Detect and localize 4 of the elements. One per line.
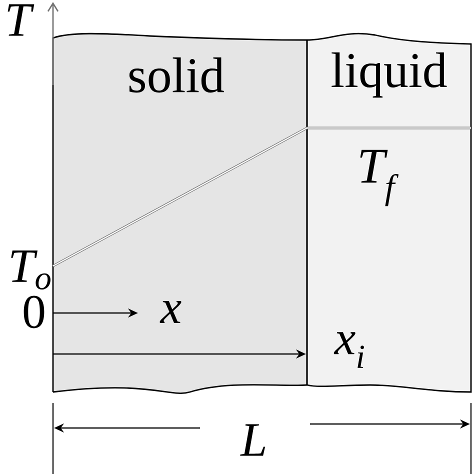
axis-label: L <box>240 424 266 456</box>
axis-label: x$_{i}$ <box>334 332 364 368</box>
axis-label: T <box>8 4 34 36</box>
axis-label: x <box>160 300 182 324</box>
